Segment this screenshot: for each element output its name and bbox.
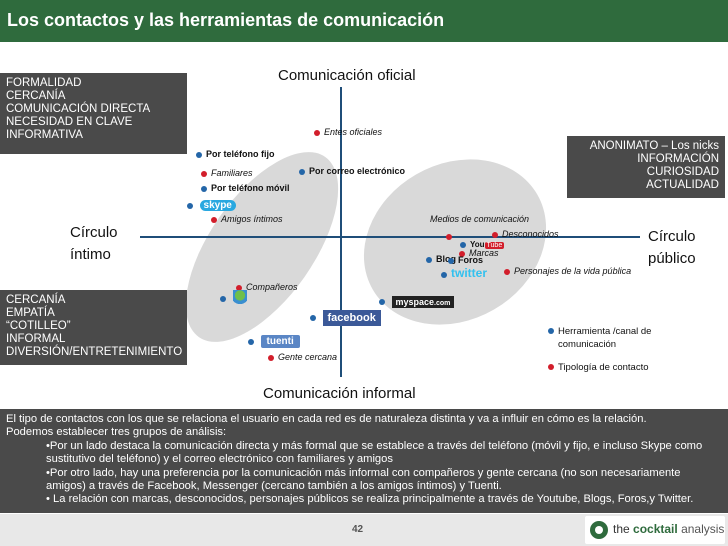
axis-label-bottom: Comunicación informal [263, 385, 416, 402]
box-closeness-line: “COTILLEO” [6, 320, 71, 332]
analysis-line: El tipo de contactos con los que se rela… [6, 413, 647, 425]
point-companeros: Compañeros [236, 282, 298, 292]
box-closeness-line: INFORMAL [6, 333, 66, 345]
box-anonymity-line: INFORMACIÓN [637, 153, 719, 165]
contact-dot [268, 354, 274, 361]
analysis-bullet: •Por otro lado, hay una preferencia por … [46, 466, 681, 493]
analysis-bullet: •Por un lado destaca la comunicación dir… [46, 439, 703, 466]
axis-label-left-line2: íntimo [70, 246, 111, 263]
tool-dot [460, 241, 466, 248]
tool-dot [220, 296, 226, 302]
tool-dot [426, 256, 432, 263]
page-title: Los contactos y las herramientas de comu… [7, 10, 445, 30]
diagram-canvas [140, 87, 640, 377]
axis-label-top: Comunicación oficial [278, 67, 416, 84]
legend-tool: Herramienta /canal de comunicación [548, 325, 673, 351]
point-foros: Foros [448, 255, 483, 265]
box-anonymity-line: ANONIMATO – Los nicks [589, 140, 719, 152]
tool-dot [187, 202, 193, 209]
page-number: 42 [352, 524, 364, 535]
point-entes-oficiales: Entes oficiales [314, 127, 382, 137]
point-medios-dot [446, 231, 456, 241]
box-formality-line: FORMALIDAD [6, 77, 82, 89]
skype-logo: skype [199, 200, 236, 211]
axis-label-right-line1: Círculo [648, 228, 696, 245]
contact-dot [314, 129, 320, 136]
facebook-logo: facebook [310, 310, 381, 326]
twitter-logo: twitter [441, 266, 487, 280]
contact-dot [492, 231, 498, 238]
tool-dot [201, 185, 207, 192]
point-skype: skype [187, 200, 236, 211]
analysis-line: Podemos establecer tres grupos de anális… [6, 426, 227, 439]
contact-dot [548, 364, 554, 371]
analysis-bullet: • La relación con marcas, desconocidos, … [46, 493, 694, 506]
analysis-text-box: El tipo de contactos con los que se rela… [0, 409, 728, 513]
legend-contact: Tipología de contacto [548, 362, 649, 373]
point-marcas: Marcas [459, 248, 499, 258]
ellipse-public [363, 159, 547, 325]
cocktail-icon [590, 521, 608, 539]
title-bar [0, 0, 728, 42]
tool-dot [441, 271, 447, 278]
messenger-icon [220, 290, 247, 308]
tool-dot [196, 151, 202, 158]
contact-dot [459, 250, 465, 257]
box-anonymity: ANONIMATO – Los nicks INFORMACIÓN CURIOS… [567, 136, 725, 198]
tool-dot [448, 257, 454, 264]
axis-label-right: Círculo público [648, 226, 696, 270]
contact-dot [236, 284, 242, 291]
tool-dot [548, 328, 554, 334]
tool-dot [379, 299, 385, 305]
box-formality: FORMALIDAD CERCANÍA COMUNICACIÓN DIRECTA… [0, 73, 187, 154]
point-familiares: Familiares [201, 168, 253, 178]
myspace-logo: myspace.com [379, 296, 455, 308]
point-telefono-fijo: Por teléfono fijo [196, 149, 275, 159]
point-correo: Por correo electrónico [299, 166, 405, 176]
box-closeness-line: CERCANÍA [6, 294, 66, 306]
box-formality-line: COMUNICACIÓN DIRECTA [6, 103, 151, 115]
contact-dot [446, 233, 452, 240]
point-medios: Medios de comunicación [430, 214, 530, 224]
box-formality-line: CERCANÍA [6, 90, 66, 102]
box-formality-line: NECESIDAD EN CLAVE [6, 116, 133, 128]
brand-logo: the cocktail analysis [585, 516, 725, 544]
point-desconocidos: Desconocidos [492, 229, 559, 239]
contact-dot [211, 216, 217, 223]
point-personajes: Personajes de la vida pública [504, 266, 631, 276]
tool-dot [299, 168, 305, 175]
box-anonymity-line: ACTUALIDAD [646, 179, 719, 191]
box-anonymity-line: CURIOSIDAD [646, 166, 719, 178]
axis-label-left-line1: Círculo [70, 224, 118, 241]
ellipse-intimate [185, 152, 339, 342]
contact-dot [504, 268, 510, 275]
contact-dot [201, 170, 207, 177]
box-closeness-line: EMPATÍA [6, 307, 55, 319]
point-telefono-movil: Por teléfono móvil [201, 183, 290, 193]
brand-name: the cocktail analysis [613, 522, 725, 536]
axis-label-left: Círculo íntimo [70, 222, 118, 266]
tool-dot [310, 315, 316, 321]
point-blog: Blog [426, 254, 456, 264]
point-amigos-intimos: Amigos íntimos [211, 214, 283, 224]
point-gente-cercana: Gente cercana [268, 352, 337, 362]
tool-dot [248, 338, 254, 345]
box-formality-line: INFORMATIVA [6, 129, 83, 141]
box-closeness-line: DIVERSIÓN/ENTRETENIMIENTO [6, 346, 183, 358]
box-closeness: CERCANÍA EMPATÍA “COTILLEO” INFORMAL DIV… [0, 290, 187, 365]
tuenti-logo: tuenti [248, 335, 300, 348]
axis-label-right-line2: público [648, 250, 696, 267]
